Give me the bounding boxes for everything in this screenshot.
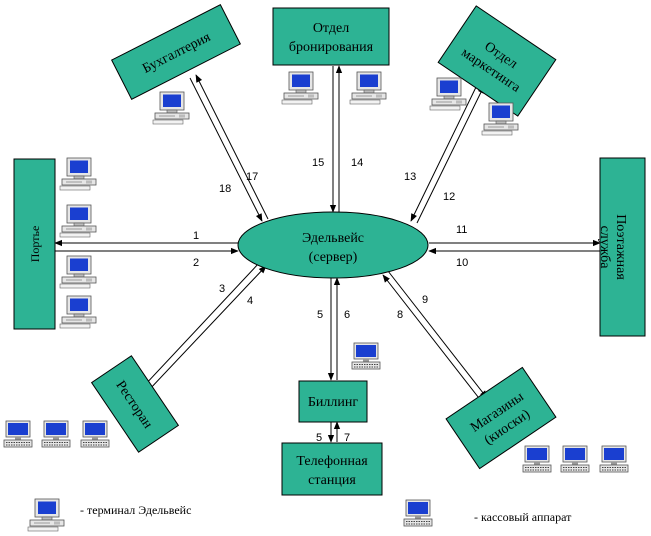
link-number-2: 2 [193,257,199,269]
phone-station-label-line1: Телефонная [296,454,368,469]
computer-terminal-icon [429,77,467,111]
arrow-18 [195,74,269,220]
legend: - терминал Эдельвейс - кассовый аппарат [80,503,572,524]
link-number-12: 12 [443,191,455,203]
arrow-4 [147,265,267,392]
link-number-b7: 7 [344,432,350,444]
shops-node: Магазины (киоски) [445,366,557,470]
link-number-5: 5 [317,309,323,321]
server-node: Эдельвейс (сервер) [237,211,429,279]
link-number-3: 3 [219,283,225,295]
floor-service-label-line1: Поэтажная [613,214,628,280]
phone-station-label-line2: станция [308,473,356,488]
cash-register-icon [599,445,629,473]
booking-label-line2: бронирования [289,40,374,55]
legend-terminal-label: - терминал Эдельвейс [80,503,191,517]
computer-terminal-icon [281,71,319,105]
server-label-line1: Эдельвейс [302,231,364,246]
link-number-1: 1 [193,230,199,242]
link-number-8: 8 [397,309,403,321]
link-number-18: 18 [219,183,231,195]
computer-terminal-icon [59,295,97,329]
arrow-8 [382,274,483,403]
computer-terminal-icon [27,498,65,532]
arrow-12 [416,85,485,224]
terminal-icons [27,71,519,532]
floor-service-node: Поэтажная служба [597,157,646,337]
porter-node: Портье [13,158,56,330]
link-number-13: 13 [404,171,416,183]
link-number-17: 17 [246,171,258,183]
cash-register-icon [3,420,33,448]
link-number-10: 10 [456,257,468,269]
computer-terminal-icon [349,71,387,105]
link-number-14: 14 [351,157,363,169]
computer-terminal-icon [59,204,97,238]
arrow-3 [142,261,261,388]
server-label-line2: (сервер) [309,250,358,265]
cash-register-icon [522,445,552,473]
computer-terminal-icon [59,255,97,289]
computer-terminal-icon [481,102,519,136]
computer-terminal-icon [59,157,97,191]
cash-register-icon [41,420,71,448]
computer-terminal-icon [152,91,190,125]
accounting-node: Бухгалтерия [110,4,242,100]
booking-node: Отдел бронирования [272,7,390,66]
porter-label: Портье [28,226,42,263]
cash-register-icon [560,445,590,473]
restaurant-node: Ресторан [90,355,180,453]
cash-register-icon [80,420,110,448]
arrow-13 [410,82,479,222]
link-number-9: 9 [422,294,428,306]
cash-register-icon [351,342,381,370]
link-numbers: 1 2 3 4 5 6 8 9 10 11 12 13 14 15 17 18 … [193,157,468,444]
booking-label-line1: Отдел [313,21,349,36]
link-number-4: 4 [247,295,253,307]
billing-label: Биллинг [308,395,358,410]
arrow-9 [387,270,488,399]
floor-service-label-line2: служба [597,226,612,270]
arrow-17 [189,77,263,222]
link-number-15: 15 [312,157,324,169]
billing-node: Биллинг [298,380,368,423]
cash-register-icon [403,499,433,527]
link-number-11: 11 [456,224,467,236]
phone-station-node: Телефонная станция [281,442,383,496]
legend-cash-register-label: - кассовый аппарат [474,510,572,524]
link-number-6: 6 [344,309,350,321]
connection-arrows [54,65,601,443]
link-number-b5: 5 [316,432,322,444]
